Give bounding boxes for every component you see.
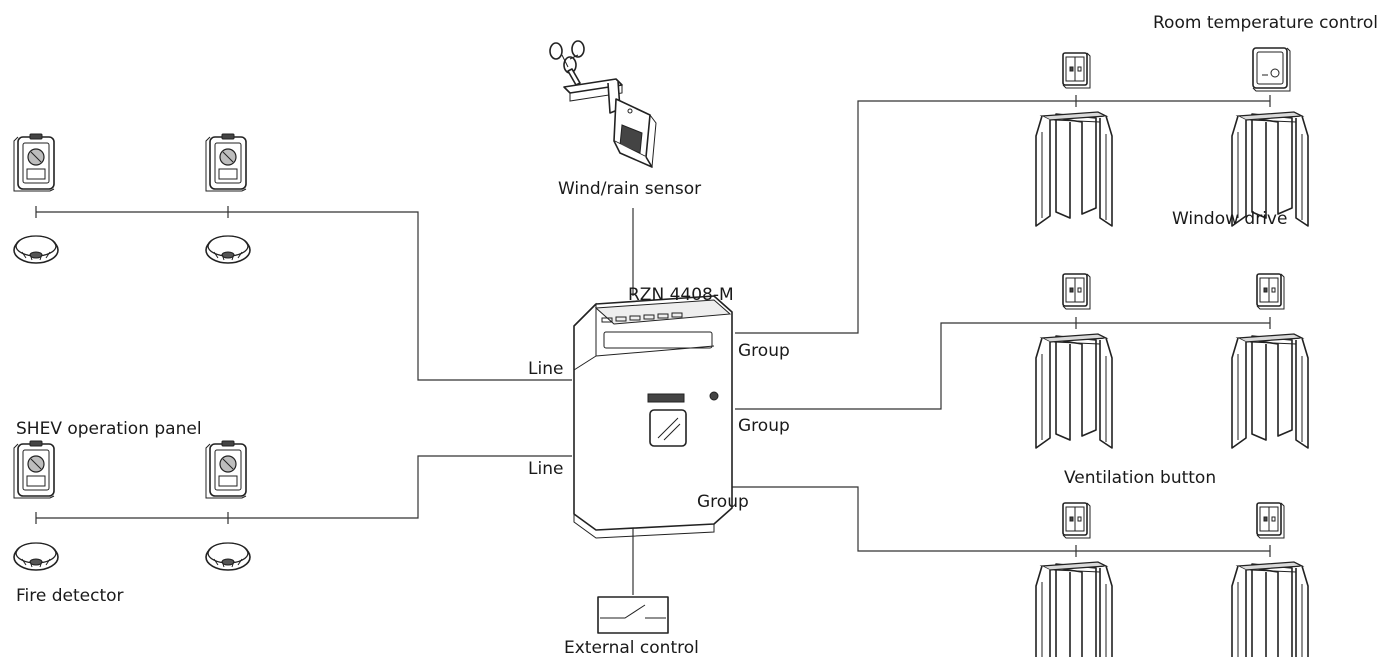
label-external-control: External control	[564, 638, 699, 657]
window-drive-icon	[1231, 333, 1309, 449]
label-controller-model: RZN 4408-M	[628, 285, 734, 305]
label-line-top: Line	[528, 359, 563, 379]
window-drive-icon	[1035, 111, 1113, 227]
shev-operation-panel-icon	[13, 440, 55, 499]
label-group-1: Group	[738, 341, 790, 361]
ventilation-button-icon	[1062, 52, 1091, 89]
label-ventilation-button: Ventilation button	[1064, 468, 1216, 488]
shev-operation-panel-icon	[13, 133, 55, 192]
label-wind-rain-sensor: Wind/rain sensor	[558, 179, 701, 199]
shev-operation-panel-icon	[205, 440, 247, 499]
wiring	[35, 95, 1271, 595]
label-group-3: Group	[697, 492, 749, 512]
label-window-drive: Window drive	[1172, 209, 1287, 229]
label-shev-operation-panel: SHEV operation panel	[16, 419, 202, 439]
ventilation-button-icon	[1062, 502, 1091, 539]
rzn-4408-m-controller	[573, 295, 733, 539]
label-fire-detector: Fire detector	[16, 586, 124, 606]
label-group-2: Group	[738, 416, 790, 436]
fire-detector-icon	[205, 235, 251, 264]
label-line-bottom: Line	[528, 459, 563, 479]
fire-detector-icon	[13, 542, 59, 571]
fire-detector-icon	[13, 235, 59, 264]
window-drive-icon	[1231, 561, 1309, 662]
label-room-temperature-control: Room temperature control	[1153, 13, 1378, 33]
fire-detector-icon	[205, 542, 251, 571]
ventilation-button-icon	[1062, 273, 1091, 310]
window-drive-icon	[1035, 561, 1113, 662]
window-drive-icon	[1035, 333, 1113, 449]
ventilation-button-icon	[1256, 273, 1285, 310]
shev-operation-panel-icon	[205, 133, 247, 192]
wind-rain-sensor-icon	[549, 40, 657, 168]
ventilation-button-icon	[1256, 502, 1285, 539]
room-temperature-control-icon	[1252, 47, 1291, 92]
external-control-switch-icon	[597, 596, 669, 634]
